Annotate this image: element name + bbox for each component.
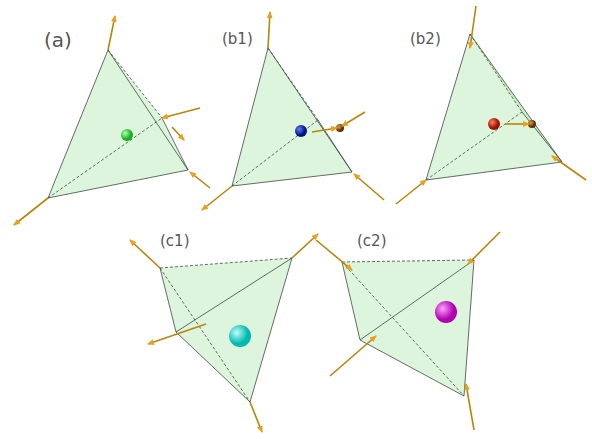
- tetrahedron-c1: [130, 234, 318, 432]
- tetrahedron-b1: [202, 12, 384, 210]
- panel-label: (a): [44, 30, 72, 50]
- panel-label: (b1): [222, 32, 253, 47]
- tetrahedron-b2: [396, 6, 586, 204]
- panel-label: (c2): [357, 234, 387, 249]
- tetrahedron-a: [14, 16, 210, 225]
- panel-label: (c1): [160, 234, 190, 249]
- tetrahedron-c2: [316, 232, 500, 430]
- panel-label: (b2): [410, 32, 441, 47]
